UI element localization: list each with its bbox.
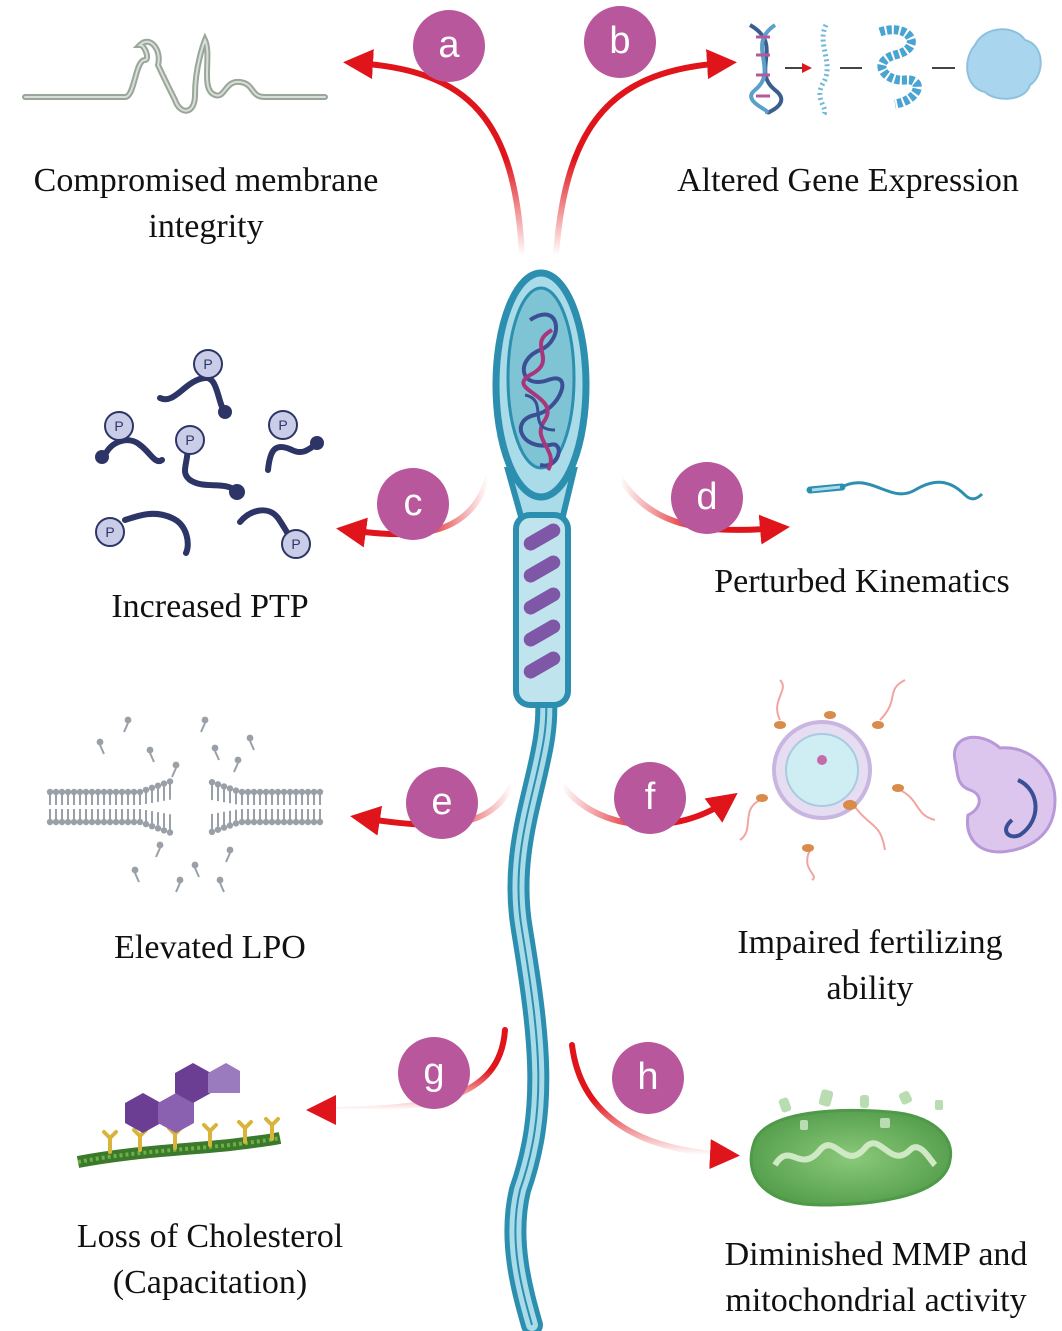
label-line: Loss of Cholesterol: [76, 1218, 344, 1255]
label-loss-of-cholesterol: Loss of Cholesterol (Capacitation): [30, 1214, 390, 1306]
label-line: Compromised membrane: [33, 162, 379, 199]
label-increased-ptp: Increased PTP: [60, 584, 360, 630]
phosphate-glyph: P: [105, 524, 114, 540]
badge-d: d: [671, 462, 743, 534]
phosphate-glyph: P: [185, 432, 194, 448]
sperm-cell: [492, 269, 590, 1331]
arrow-b: [553, 49, 737, 258]
badge-h: h: [612, 1042, 684, 1114]
badge-b: b: [584, 6, 656, 78]
mitochondrial-sheath: [523, 523, 561, 679]
badge-e: e: [406, 767, 478, 839]
chromatin: [518, 312, 565, 468]
cholesterol-membrane-icon: [76, 1063, 282, 1168]
phosphate-glyph: P: [291, 536, 300, 552]
label-line: Altered Gene Expression: [677, 162, 1019, 199]
badge-f: f: [614, 762, 686, 834]
label-altered-gene-expression: Altered Gene Expression: [640, 158, 1056, 204]
phosphate-glyph: P: [278, 417, 287, 433]
phosphate-glyph: P: [114, 418, 123, 434]
mitochondrion-icon: [749, 1089, 953, 1207]
folded-membrane-icon: [22, 32, 328, 114]
arrow-a: [343, 49, 525, 258]
label-line: ability: [826, 970, 914, 1007]
gene-expression-icon: [748, 23, 1042, 116]
label-line: Elevated LPO: [114, 929, 306, 966]
badge-a: a: [413, 10, 485, 82]
label-line: Diminished MMP and: [724, 1236, 1028, 1273]
damaged-lipid-bilayer-icon: [46, 716, 324, 893]
badge-c: c: [377, 468, 449, 540]
label-impaired-fertilizing: Impaired fertilizing ability: [700, 920, 1040, 1012]
label-line: Increased PTP: [111, 588, 309, 625]
label-line: Perturbed Kinematics: [714, 563, 1010, 600]
label-line: (Capacitation): [112, 1264, 308, 1301]
phosphorylated-protein-icon: [95, 369, 324, 556]
label-line: mitochondrial activity: [725, 1282, 1027, 1319]
arrow-h: [569, 1042, 740, 1170]
label-compromised-membrane: Compromised membrane integrity: [0, 158, 412, 250]
phosphate-glyph: P: [203, 356, 212, 372]
label-line: integrity: [148, 208, 264, 245]
label-diminished-mmp: Diminished MMP and mitochondrial activit…: [690, 1232, 1062, 1324]
label-perturbed-kinematics: Perturbed Kinematics: [680, 559, 1044, 605]
swimming-sperm-icon: [806, 480, 984, 501]
phosphate-groups: [95, 349, 311, 559]
label-line: Impaired fertilizing: [737, 924, 1003, 961]
badge-g: g: [398, 1037, 470, 1109]
oocyte-embryo-icon: [739, 679, 1057, 881]
label-elevated-lpo: Elevated LPO: [60, 925, 360, 971]
